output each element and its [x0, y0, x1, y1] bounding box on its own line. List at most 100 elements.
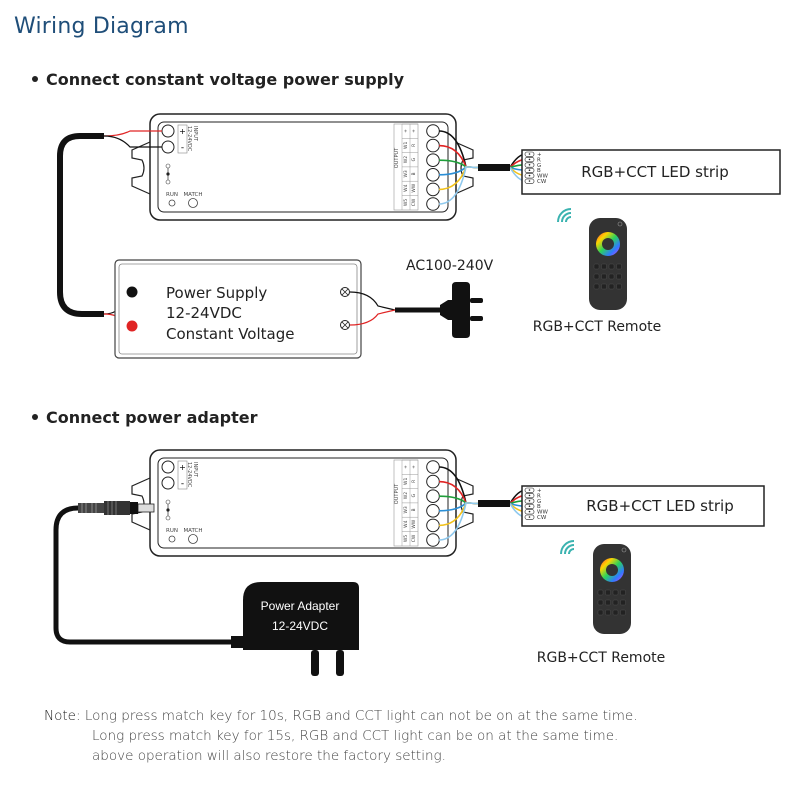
remote-key[interactable]: [608, 273, 615, 280]
remote-key[interactable]: [616, 263, 622, 270]
remote-key[interactable]: [605, 599, 611, 606]
cable-sheath-1: [478, 164, 510, 171]
ac-plug-icon: [395, 282, 483, 338]
input-minus-label: -: [181, 479, 184, 489]
power-supply-type: Constant Voltage: [166, 325, 294, 343]
input-label: INPUT: [192, 126, 198, 142]
section-heading-2: Connect power adapter: [32, 408, 258, 427]
remote-key[interactable]: [605, 589, 611, 596]
remote-key[interactable]: [605, 609, 611, 616]
remote-key[interactable]: [616, 273, 622, 280]
output-color-label: WW: [411, 519, 417, 528]
controller-1: + - INPUT 12-24VDC RUN MATCH OUTPUT +W1W…: [131, 113, 474, 221]
controller-body: [149, 449, 457, 557]
remote-key[interactable]: [597, 609, 604, 616]
strip-pin-label: CW: [537, 179, 547, 185]
remote-key[interactable]: [593, 283, 600, 290]
output-terminal: [426, 518, 440, 533]
run-label: RUN: [166, 528, 178, 534]
power-supply-title: Power Supply: [166, 284, 267, 302]
remote-key[interactable]: [597, 589, 604, 596]
input-terminal-minus: [161, 476, 175, 490]
section-heading-text: Connect power adapter: [46, 408, 258, 427]
output-w-label: W3: [403, 506, 409, 513]
strip-pin-label: R: [537, 493, 541, 499]
power-button-icon[interactable]: [621, 547, 627, 553]
run-label: RUN: [166, 192, 178, 198]
ac-wire-neutral: [349, 309, 396, 326]
output-w-label: +: [403, 465, 409, 469]
wire-minus-black: [103, 135, 162, 148]
input-minus-label: -: [181, 143, 184, 153]
remote-key[interactable]: [620, 599, 626, 606]
note-line-2: Long press match key for 15s, RGB and CC…: [92, 728, 619, 744]
led-strip-label: RGB+CCT LED strip: [586, 497, 734, 515]
cable-sheath-2: [478, 500, 510, 507]
remote-label: RGB+CCT Remote: [537, 650, 665, 666]
output-terminal: [426, 489, 440, 503]
input-cable: [57, 133, 104, 317]
output-terminal: [426, 460, 440, 474]
section-heading-text: Connect constant voltage power supply: [46, 70, 405, 89]
power-supply-body: [114, 259, 362, 359]
output-color-label: +: [411, 129, 417, 133]
remote-label: RGB+CCT Remote: [533, 319, 661, 335]
output-color-label: WW: [411, 183, 417, 192]
controller-2: + - INPUT 12-24VDC RUN MATCH OUTPUT +W1W…: [78, 449, 474, 557]
ac-voltage-label: AC100-240V: [406, 258, 494, 274]
ac-terminal-icon: [340, 287, 350, 330]
remote-key[interactable]: [620, 609, 626, 616]
remote-key[interactable]: [593, 263, 600, 270]
note-label: Note:: [44, 708, 81, 724]
remote-key[interactable]: [601, 263, 607, 270]
input-label: INPUT: [192, 462, 198, 478]
power-adapter-body: [243, 582, 359, 650]
output-terminal: [426, 182, 440, 197]
bullet-icon: [32, 75, 38, 82]
remote-key[interactable]: [616, 283, 622, 290]
match-button[interactable]: [188, 534, 198, 544]
output-terminal: [426, 124, 440, 138]
note-block: Note: Long press match key for 10s, RGB …: [44, 706, 638, 766]
strip-pin-label: G: [537, 499, 541, 505]
remote-key[interactable]: [608, 283, 615, 290]
match-button[interactable]: [188, 198, 198, 208]
remote-key[interactable]: [608, 263, 615, 270]
output-wire: [438, 502, 479, 541]
section-heading-1: Connect constant voltage power supply: [32, 70, 404, 89]
remote-key[interactable]: [620, 589, 626, 596]
strip-pin-label: WW: [537, 174, 548, 180]
output-color-label: R: [411, 144, 417, 147]
wifi-signal-icon: [557, 208, 572, 223]
output-w-label: W1: [403, 478, 409, 485]
power-adapter-voltage: 12-24VDC: [272, 619, 328, 633]
output-color-label: CW: [411, 534, 417, 542]
ac-wire-live: [349, 291, 396, 311]
strip-pin-label: CW: [537, 515, 547, 521]
power-button-icon[interactable]: [617, 221, 623, 227]
input-voltage-label: 12-24VDC: [186, 126, 192, 152]
output-color-label: +: [411, 465, 417, 469]
controller-inner-frame: [157, 121, 449, 213]
remote-1: [557, 208, 627, 310]
remote-key[interactable]: [601, 273, 607, 280]
remote-key[interactable]: [612, 609, 619, 616]
remote-key[interactable]: [612, 589, 619, 596]
output-terminal: [426, 138, 440, 153]
remote-key[interactable]: [612, 599, 619, 606]
output-terminal: [426, 168, 440, 182]
strip-pin-label: G: [537, 163, 541, 169]
remote-2: [560, 540, 631, 634]
output-terminal: [426, 474, 440, 489]
note-line-3: above operation will also restore the fa…: [92, 748, 446, 764]
remote-key[interactable]: [593, 273, 600, 280]
output-wire: [438, 166, 479, 205]
mounting-ear-left: [131, 141, 151, 195]
output-w-label: W2: [403, 492, 409, 499]
input-terminal-plus: [161, 460, 175, 474]
led-strip-label: RGB+CCT LED strip: [581, 163, 729, 181]
output-terminal: [426, 153, 440, 167]
remote-key[interactable]: [601, 283, 607, 290]
remote-key[interactable]: [597, 599, 604, 606]
